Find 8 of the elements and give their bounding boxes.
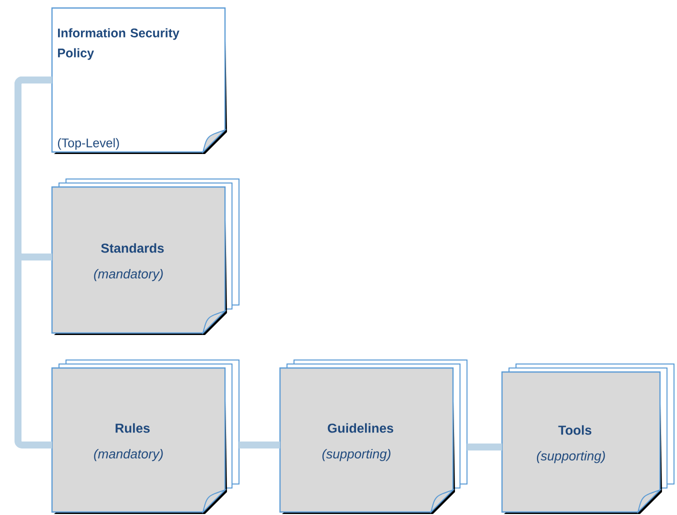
- connector-line: [467, 444, 502, 450]
- document-stack: Guidelines (supporting): [279, 360, 468, 514]
- document: Information Security Policy (Top-Level): [51, 7, 227, 154]
- connector-line: [239, 442, 280, 448]
- connector-line: [14, 76, 52, 448]
- document-stack: Tools (supporting): [501, 364, 674, 514]
- document-stack: Rules (mandatory): [51, 360, 240, 514]
- document-stack: Standards (mandatory): [51, 178, 240, 335]
